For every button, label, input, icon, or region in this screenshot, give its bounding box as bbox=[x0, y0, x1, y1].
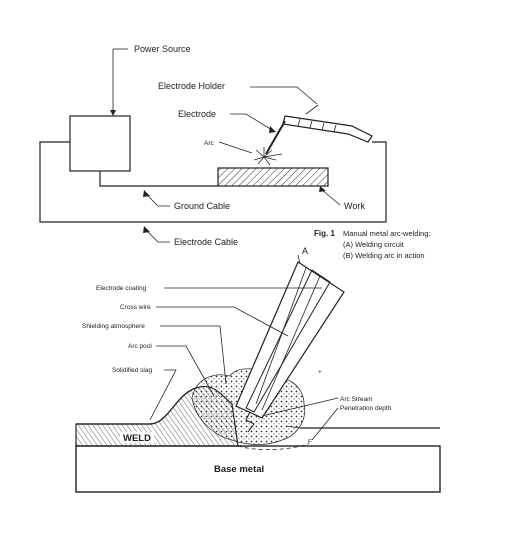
electrode-holder-label: Electrode Holder bbox=[158, 81, 225, 91]
arc-stream bbox=[245, 411, 255, 433]
solidified-slag-label: Solidified slag bbox=[112, 367, 152, 374]
marker-a: A bbox=[302, 246, 308, 256]
work-piece bbox=[217, 167, 329, 187]
welding-arc-detail: Base metal WELD A Electrode coating Cros… bbox=[75, 246, 441, 493]
base-metal-plate bbox=[75, 445, 441, 493]
weld-label: WELD bbox=[123, 433, 151, 444]
arc-label: Arc bbox=[204, 140, 215, 147]
ground-cable-wire bbox=[99, 171, 218, 187]
welding-circuit: Power Source Electrode Holder Electrode … bbox=[39, 44, 387, 247]
weld-label-bg bbox=[120, 432, 154, 443]
power-source-box bbox=[69, 115, 131, 172]
arc-sparks bbox=[253, 147, 283, 166]
arc-stream-label: Arc Stream bbox=[340, 396, 373, 403]
penetration-depth-label: Penetration depth bbox=[340, 405, 392, 412]
core-wire bbox=[245, 269, 331, 413]
core-wire-label: Cross wire bbox=[120, 304, 151, 311]
caption-line-3: (B) Welding arc in action bbox=[343, 251, 425, 260]
svg-text:+: + bbox=[318, 369, 322, 376]
electrode-coating bbox=[235, 261, 345, 419]
electrode-holder bbox=[282, 104, 373, 143]
shielding-atmosphere-label: Shielding atmosphere bbox=[82, 323, 145, 330]
electrode-rod bbox=[265, 120, 286, 155]
figure-caption: Fig. 1 Manual metal arc-welding: (A) Wel… bbox=[314, 229, 431, 260]
electrode-coating-label: Electrode coating bbox=[96, 285, 147, 292]
arc-pool-label: Arc pool bbox=[128, 343, 152, 350]
base-metal-label: Base metal bbox=[214, 464, 264, 475]
electrode-assembly bbox=[235, 254, 345, 419]
caption-line-1: Manual metal arc-welding: bbox=[343, 229, 431, 238]
power-source-label: Power Source bbox=[134, 44, 191, 54]
ground-cable-label: Ground Cable bbox=[174, 201, 230, 211]
electrode-label: Electrode bbox=[178, 109, 216, 119]
electrode-cable-wire bbox=[39, 141, 387, 223]
work-label: Work bbox=[344, 201, 365, 211]
caption-line-2: (A) Welding circuit bbox=[343, 240, 405, 249]
electrode-cable-label: Electrode Cable bbox=[174, 237, 238, 247]
fig-number: Fig. 1 bbox=[314, 229, 335, 238]
svg-text:F: F bbox=[308, 439, 312, 446]
